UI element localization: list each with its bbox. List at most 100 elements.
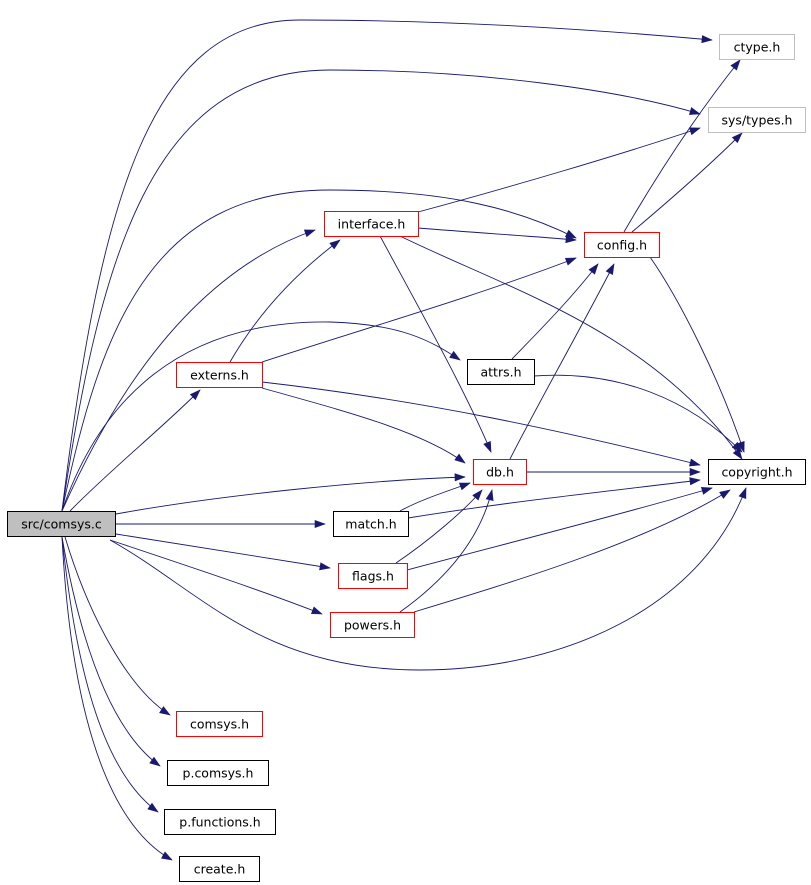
node-copyright-h[interactable]: copyright.h (708, 459, 806, 485)
edge-src-comsys-c-to-p-functions-h (61, 536, 159, 813)
edge-line (399, 235, 743, 460)
edge-arrowhead (588, 263, 599, 275)
edge-line (115, 476, 466, 515)
edge-src-comsys-c-to-flags-h (115, 533, 331, 571)
edge-line (61, 229, 316, 512)
edge-arrowhead (731, 132, 743, 144)
edge-externs-h-to-interface-h (229, 239, 341, 363)
edge-powers-h-to-db-h (399, 489, 494, 613)
node-box (167, 760, 269, 786)
node-label: copyright.h (721, 465, 792, 480)
node-attrs-h[interactable]: attrs.h (467, 359, 535, 385)
edge-attrs-h-to-copyright-h (533, 374, 743, 453)
edge-arrowhead (605, 263, 615, 276)
node-label: interface.h (338, 217, 406, 232)
node-create-h[interactable]: create.h (179, 856, 260, 882)
edge-arrowhead (689, 477, 701, 486)
node-p-comsys-h[interactable]: p.comsys.h (167, 760, 269, 786)
edge-db-h-to-copyright-h (526, 467, 701, 477)
node-label: db.h (486, 465, 514, 480)
node-box (324, 211, 419, 237)
node-match-h[interactable]: match.h (333, 511, 409, 537)
edge-externs-h-to-copyright-h (261, 381, 701, 467)
edge-src-comsys-c-to-p-comsys-h (61, 536, 161, 767)
node-box (719, 34, 795, 60)
node-src-comsys-c: src/comsys.c (7, 511, 116, 537)
edge-src-comsys-c-to-match-h (116, 519, 326, 529)
edge-flags-h-to-db-h (395, 489, 483, 564)
edge-arrowhead (688, 127, 701, 136)
edge-arrowhead (303, 229, 316, 238)
node-powers-h[interactable]: powers.h (330, 612, 415, 638)
node-config-h[interactable]: config.h (584, 232, 660, 258)
node-label: externs.h (190, 368, 249, 383)
edge-line (399, 482, 471, 512)
edge-line (379, 235, 492, 453)
edge-powers-h-to-copyright-h (413, 489, 731, 613)
edge-src-comsys-c-to-powers-h (109, 539, 323, 615)
node-box (584, 232, 660, 258)
edge-line (61, 69, 701, 512)
edge-arrowhead (700, 487, 713, 495)
edge-arrowhead (454, 473, 466, 482)
node-db-h[interactable]: db.h (473, 459, 527, 485)
edge-externs-h-to-db-h (261, 387, 466, 464)
edge-line (406, 487, 713, 571)
node-box (7, 511, 116, 537)
edge-line (64, 536, 171, 716)
node-box (176, 362, 263, 388)
edge-attrs-h-to-config-h (511, 263, 599, 360)
edge-line (61, 321, 461, 512)
edge-src-comsys-c-to-ctype-h (61, 19, 713, 512)
node-p-functions-h[interactable]: p.functions.h (164, 809, 276, 835)
node-flags-h[interactable]: flags.h (338, 563, 408, 589)
edge-line (61, 536, 161, 767)
edge-interface-h-to-db-h (379, 235, 492, 453)
edge-arrowhead (565, 235, 577, 244)
edge-line (399, 489, 493, 613)
nodes-layer: src/comsys.cctype.hsys/types.hinterface.… (7, 34, 806, 882)
edge-line (109, 487, 747, 671)
edge-src-comsys-c-to-db-h (115, 473, 466, 515)
node-box (467, 359, 535, 385)
edge-config-h-to-sys-types-h (631, 132, 743, 233)
edge-match-h-to-copyright-h (407, 477, 701, 519)
edge-line (533, 374, 743, 453)
edge-arrowhead (732, 448, 743, 460)
edge-arrowhead (730, 59, 741, 71)
edge-interface-h-to-copyright-h (399, 235, 743, 460)
edge-arrowhead (147, 802, 159, 813)
edge-interface-h-to-sys-types-h (417, 127, 701, 213)
edge-db-h-to-config-h (509, 263, 615, 460)
node-box (708, 459, 806, 485)
edge-src-comsys-c-to-interface-h (61, 229, 316, 512)
edge-line (61, 19, 713, 512)
edge-arrowhead (329, 239, 341, 250)
node-box (473, 459, 527, 485)
edge-config-h-to-ctype-h (623, 59, 741, 233)
node-comsys-h[interactable]: comsys.h (176, 711, 263, 737)
edge-line (631, 132, 743, 233)
edge-arrowhead (688, 107, 701, 115)
edge-line (509, 263, 615, 460)
node-externs-h[interactable]: externs.h (176, 362, 263, 388)
edge-arrowhead (159, 706, 171, 716)
node-box (338, 563, 408, 589)
edge-interface-h-to-config-h (417, 227, 577, 244)
node-label: flags.h (352, 569, 394, 584)
node-label: powers.h (344, 618, 401, 633)
edge-config-h-to-copyright-h (649, 256, 745, 453)
edge-arrowhead (731, 441, 743, 453)
edge-line (109, 539, 323, 615)
edge-src-comsys-c-to-create-h (61, 536, 173, 861)
edge-arrowhead (161, 851, 173, 861)
edge-arrowhead (319, 562, 331, 571)
node-box (708, 107, 806, 133)
edge-line (261, 381, 701, 466)
node-interface-h[interactable]: interface.h (324, 211, 419, 237)
edge-src-comsys-c-to-comsys-h (64, 536, 171, 716)
node-sys-types-h: sys/types.h (708, 107, 806, 133)
node-label: p.comsys.h (183, 766, 254, 781)
node-label: match.h (345, 517, 396, 532)
